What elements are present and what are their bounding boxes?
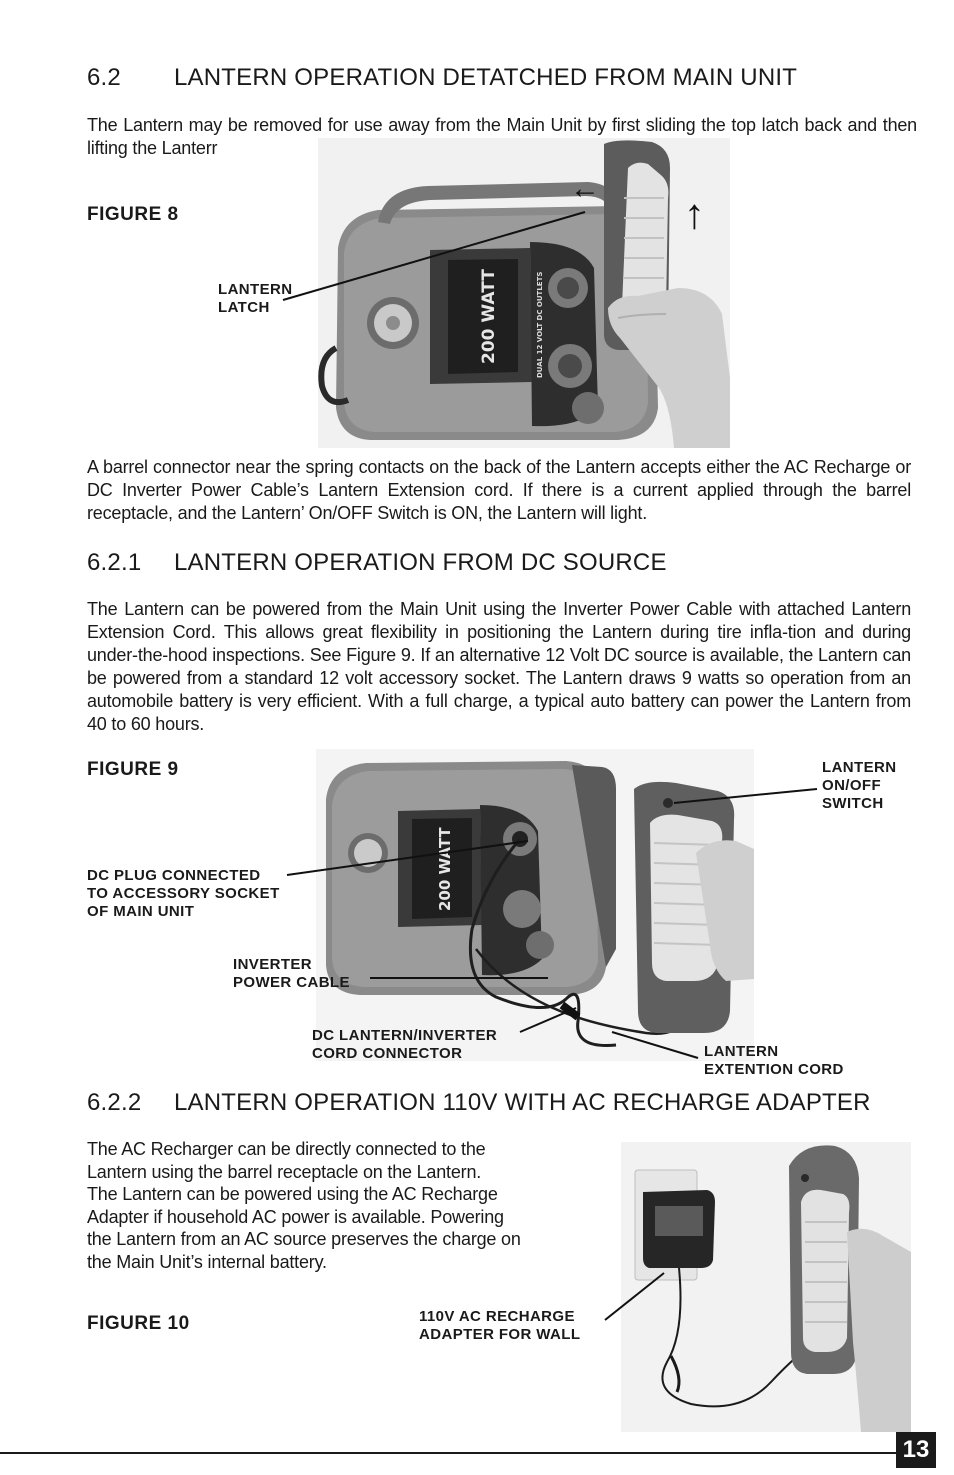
callout-lantern-latch: LANTERN LATCH xyxy=(218,281,293,316)
section-number: 6.2 xyxy=(87,64,121,91)
callout-ac-adapter: 110V AC RECHARGE ADAPTER FOR WALL xyxy=(419,1308,581,1343)
section-6-2-intro: The Lantern may be removed for use away … xyxy=(87,115,917,158)
footer-rule xyxy=(0,1452,898,1454)
slide-back-arrow-icon: ← xyxy=(570,172,600,205)
section-title: LANTERN OPERATION DETATCHED FROM MAIN UN… xyxy=(174,64,798,91)
figure-10-photo xyxy=(621,1142,911,1432)
callout-lantern-switch: LANTERN ON/OFF SWITCH xyxy=(822,759,897,812)
callout-dc-plug: DC PLUG CONNECTED TO ACCESSORY SOCKET OF… xyxy=(87,867,280,920)
figure-9-photo: 200 WATT xyxy=(316,749,754,1061)
section-number: 6.2.2 xyxy=(87,1089,142,1116)
callout-cord-connector: DC LANTERN/INVERTER CORD CONNECTOR xyxy=(312,1027,498,1062)
unit-watt-text: 200 WATT xyxy=(479,269,499,364)
unit-watt-text: 200 WATT xyxy=(436,827,454,911)
figure-8-label: FIGURE 8 xyxy=(87,204,179,225)
figure-8-photo: 200 WATT DUAL 12 VOLT DC OUTLETS xyxy=(318,138,730,448)
section-6-2-2-body: The AC Recharger can be directly connect… xyxy=(87,1139,521,1272)
section-number: 6.2.1 xyxy=(87,549,142,576)
section-6-2-1-body: The Lantern can be powered from the Main… xyxy=(87,599,911,734)
section-6-2-heading: 6.2 LANTERN OPERATION DETATCHED FROM MAIN… xyxy=(87,64,797,92)
callout-inverter-cable: INVERTER POWER CABLE xyxy=(233,956,350,991)
page-number: 13 xyxy=(896,1432,936,1468)
unit-outlets-text: DUAL 12 VOLT DC OUTLETS xyxy=(536,272,544,378)
section-6-2-2-heading: 6.2.2 LANTERN OPERATION 110V WITH AC RECH… xyxy=(87,1089,871,1117)
section-6-2-1-heading: 6.2.1 LANTERN OPERATION FROM DC SOURCE xyxy=(87,549,667,577)
section-title: LANTERN OPERATION FROM DC SOURCE xyxy=(174,549,667,576)
lift-up-arrow-icon: ↑ xyxy=(684,190,705,237)
figure-10-label: FIGURE 10 xyxy=(87,1313,190,1334)
barrel-connector-paragraph: A barrel connector near the spring conta… xyxy=(87,457,911,523)
callout-extension-cord: LANTERN EXTENTION CORD xyxy=(704,1043,844,1078)
section-title: LANTERN OPERATION 110V WITH AC RECHARGE … xyxy=(174,1089,871,1116)
figure-9-label: FIGURE 9 xyxy=(87,759,179,780)
